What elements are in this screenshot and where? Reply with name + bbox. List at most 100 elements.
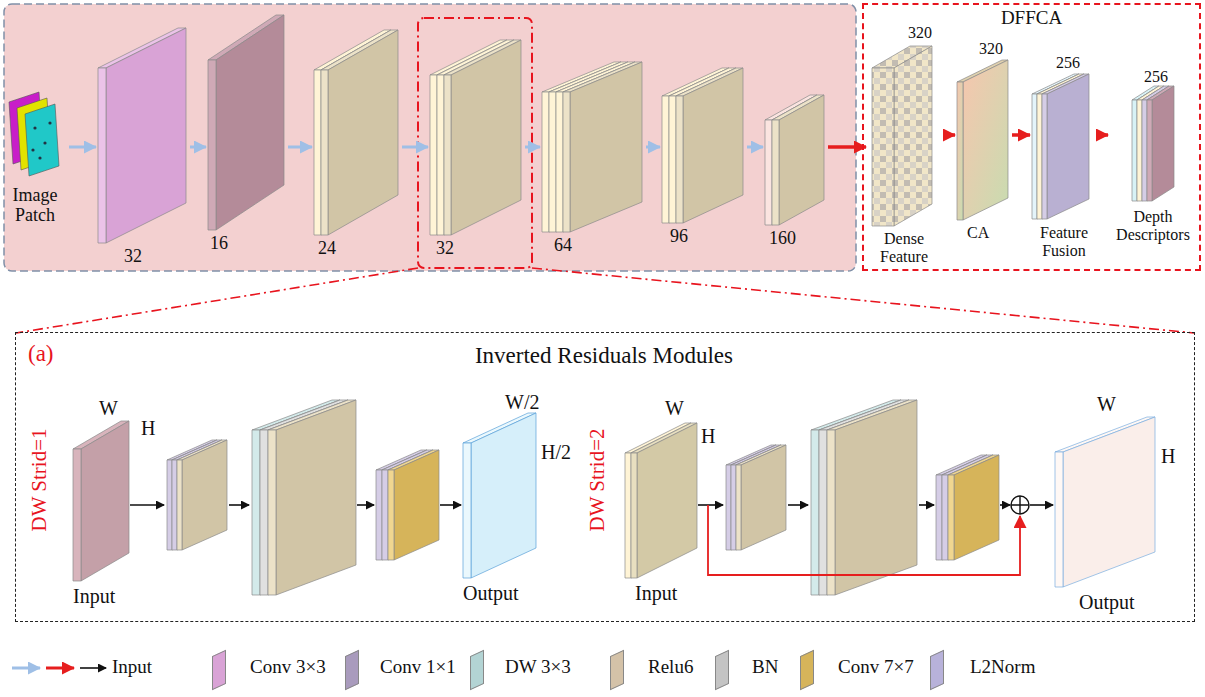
module-layer xyxy=(376,470,382,560)
image-patch-graphic xyxy=(5,88,63,182)
layer-face xyxy=(625,453,631,578)
conv-layer-graphic xyxy=(208,15,286,232)
layer-face xyxy=(1037,94,1042,219)
image-speck xyxy=(38,156,41,159)
dense-feature: 320Dense Feature xyxy=(868,24,942,268)
layer-face xyxy=(1132,100,1137,201)
flow-arrow xyxy=(747,146,763,149)
image-patch: Image Patch xyxy=(5,88,67,228)
flow-arrow xyxy=(788,504,808,506)
legend-text: Conv 7×7 xyxy=(838,657,914,678)
image-speck xyxy=(48,121,51,124)
node-label: 16 xyxy=(210,234,228,254)
layer-face xyxy=(1142,100,1147,201)
module-layer xyxy=(382,470,388,560)
layer-face xyxy=(765,120,772,225)
layer-face xyxy=(208,60,216,230)
fusion-block: 256Feature Fusion xyxy=(1032,54,1098,262)
stride-label: DW Strid=1 xyxy=(28,428,51,531)
node-label: Output xyxy=(463,582,519,604)
leader-line xyxy=(16,268,418,333)
node-label: H xyxy=(1161,445,1175,467)
output-map-graphic xyxy=(1051,393,1157,589)
image-speck xyxy=(43,141,46,144)
layer-face xyxy=(106,28,186,243)
node-label: Inverted Residuals Modules xyxy=(16,343,1192,368)
node-label: (a) xyxy=(28,341,54,366)
legend-arrow xyxy=(46,667,74,670)
ca-block: 320CA xyxy=(957,40,1010,244)
module-layer xyxy=(811,430,819,595)
layer-face xyxy=(669,96,676,223)
node-label: Image Patch xyxy=(5,186,65,226)
flow-arrow xyxy=(288,146,312,149)
layer-face xyxy=(563,92,570,232)
legend-swatch xyxy=(212,650,226,691)
layer-face xyxy=(963,60,1008,220)
node-label: Depth Descriptors xyxy=(1110,208,1196,243)
residual-layer: 32 xyxy=(430,40,523,261)
residual-layer-graphic xyxy=(662,68,745,225)
add-symbol xyxy=(1011,496,1029,514)
flow-arrow xyxy=(190,146,206,149)
layer-face xyxy=(872,68,894,226)
residual-layer-graphic xyxy=(430,40,523,237)
layer-face xyxy=(1147,100,1152,201)
node-label: H xyxy=(141,417,155,439)
legend-text: Input xyxy=(112,657,152,678)
node-label: W xyxy=(1097,393,1116,415)
layer-face xyxy=(1042,94,1047,219)
layer-face xyxy=(556,92,563,232)
flow-arrow xyxy=(229,504,249,506)
module-layer xyxy=(942,475,948,560)
node-label: Dense Feature xyxy=(868,230,940,265)
ca-block-graphic xyxy=(957,40,1010,222)
layer-face xyxy=(683,68,743,223)
layer-face xyxy=(463,443,471,578)
layer-face xyxy=(81,421,129,581)
module-layer xyxy=(252,430,260,595)
flow-arrow xyxy=(357,504,374,506)
dffca-panel: DFFCA320Dense Feature320CA256Feature Fus… xyxy=(862,3,1201,271)
layer-face xyxy=(430,75,437,235)
module-layer xyxy=(835,400,917,595)
legend-text: Relu6 xyxy=(648,657,693,678)
conv-layer: 16 xyxy=(208,15,286,256)
layer-face xyxy=(73,449,81,581)
node-label: W xyxy=(99,397,118,419)
module-layer xyxy=(276,400,356,595)
layer-face xyxy=(549,92,556,232)
flow-arrow xyxy=(1000,504,1010,506)
node-label: Output xyxy=(1079,591,1135,613)
output-map: W H Output xyxy=(1051,393,1178,615)
layer-face xyxy=(321,70,328,235)
node-label: H/2 xyxy=(541,441,571,463)
layer-face xyxy=(444,75,451,235)
fusion-block-graphic xyxy=(1032,54,1091,221)
dense-feature-graphic xyxy=(868,24,934,228)
legend-swatch xyxy=(610,650,624,691)
flow-arrow xyxy=(440,504,461,506)
legend-text: DW 3×3 xyxy=(505,657,571,678)
flow-arrow xyxy=(1100,133,1108,137)
flow-arrow xyxy=(69,146,96,149)
residual-layer: 64 xyxy=(542,62,644,258)
legend-text: Conv 3×3 xyxy=(250,657,326,678)
descriptor-block-graphic xyxy=(1110,68,1176,203)
input-map-graphic xyxy=(69,397,131,583)
module-layer xyxy=(177,460,182,550)
layer-face xyxy=(1032,94,1037,219)
stride-label: DW Strid=2 xyxy=(586,428,609,531)
layer-face xyxy=(1055,452,1063,587)
layer-face xyxy=(328,30,398,235)
residual-layer: 160 xyxy=(765,95,826,251)
module-layer xyxy=(182,440,227,550)
node-label: 32 xyxy=(436,239,454,259)
layer-face xyxy=(216,15,284,230)
legend-text: BN xyxy=(752,657,778,678)
layer-face xyxy=(451,40,521,235)
flow-arrow xyxy=(646,146,660,149)
layer-face xyxy=(779,95,824,225)
conv-layer-graphic xyxy=(98,28,188,245)
module-layer xyxy=(172,460,177,550)
